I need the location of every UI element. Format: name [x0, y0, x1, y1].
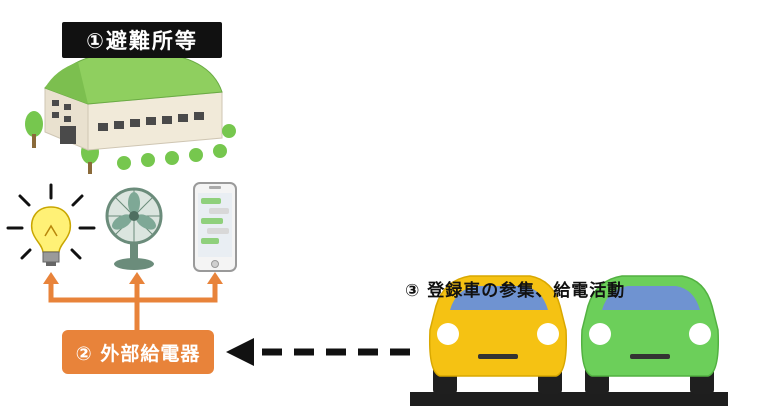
- power-supply-arrowheads: [43, 272, 223, 284]
- smartphone-icon: [193, 182, 237, 272]
- yellow-car-icon: [428, 275, 568, 394]
- light-bulb-icon: [6, 183, 96, 266]
- road-strip: [410, 392, 728, 406]
- green-car-icon: [580, 275, 720, 394]
- external-charger-label-text: ② 外部給電器: [75, 342, 201, 365]
- dashed-power-arrow: [226, 338, 410, 366]
- shelter-label: ①避難所等: [62, 22, 222, 58]
- power-supply-connector: [48, 282, 218, 330]
- electric-fan-icon: [105, 187, 163, 270]
- external-charger-label: ② 外部給電器: [62, 330, 214, 374]
- shelter-label-text: ①避難所等: [86, 29, 198, 53]
- shelter-building-icon: [25, 50, 236, 174]
- vehicles-caption: ③ 登録車の参集、給電活動: [405, 281, 626, 301]
